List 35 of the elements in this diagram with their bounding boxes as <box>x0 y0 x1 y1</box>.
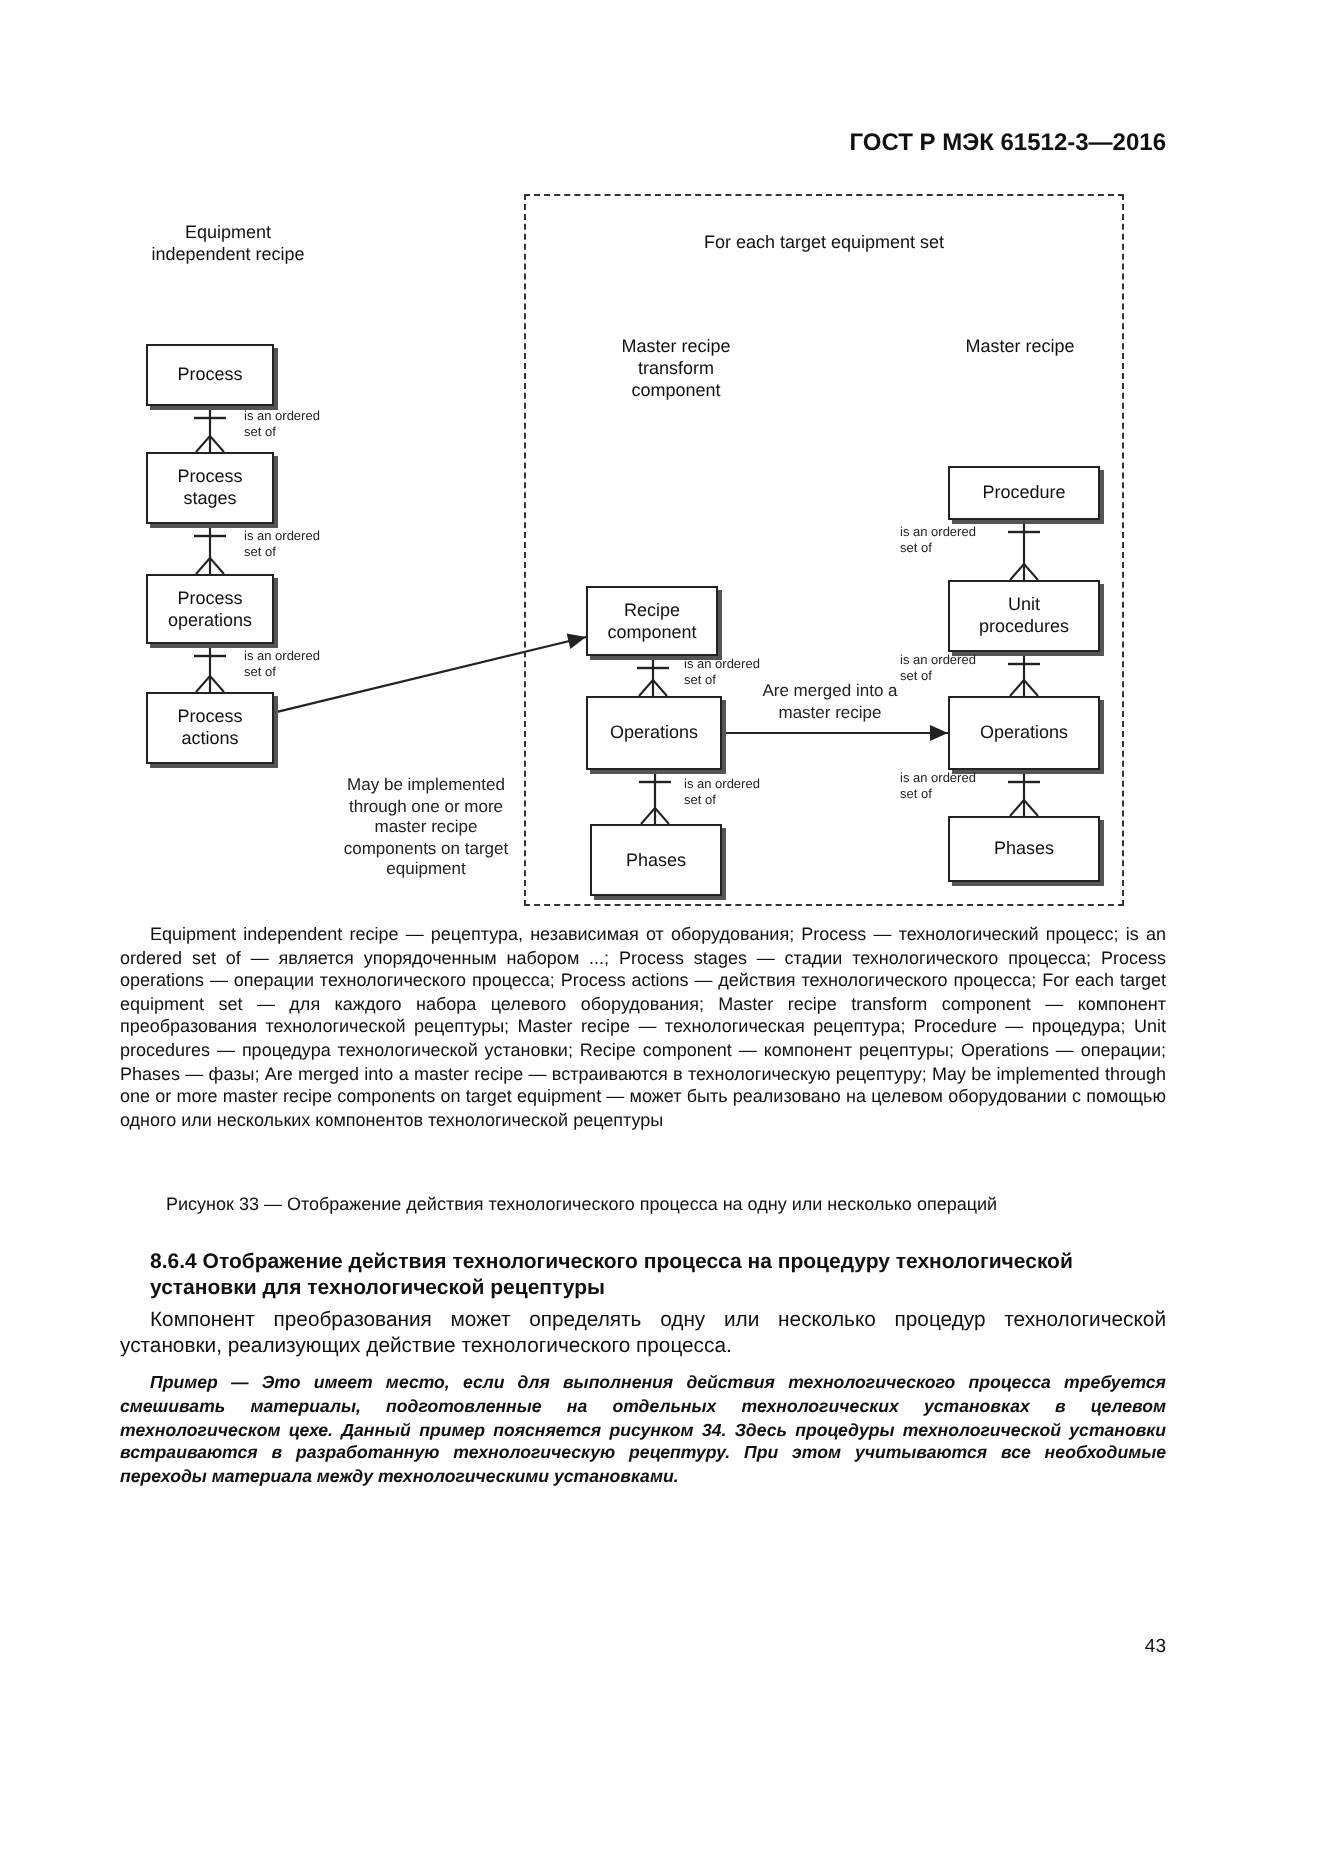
relationship-line <box>192 406 228 453</box>
entity-box: Unit procedures <box>948 580 1100 652</box>
column-heading: Master recipe <box>963 336 1077 358</box>
relationship-line <box>192 644 228 693</box>
relationship-line <box>635 656 671 697</box>
section-heading: 8.6.4 Отображение действия технологического процесса на процедуру технологической установки для технологической рецептуры <box>150 1250 1075 1300</box>
group-title: For each target equipment set <box>701 232 947 252</box>
column-heading: Equipment independent recipe <box>149 222 307 266</box>
edge-label: Are merged into a master recipe <box>760 680 900 722</box>
relationship-line <box>192 524 228 575</box>
entity-box: Operations <box>586 696 722 770</box>
edge-label: May be implemented through one or more master recipe components on target equipment <box>341 774 511 879</box>
relationship-line <box>637 770 673 825</box>
document-header: ГОСТ Р МЭК 61512-3—2016 <box>847 128 1166 156</box>
entity-box: Process operations <box>146 574 274 644</box>
entity-box: Phases <box>948 816 1100 882</box>
column-heading: Master recipe transform component <box>619 336 733 402</box>
body-paragraph: Компонент преобразования может определять одну или несколько процедур технологической установки, реализующих действие технологического процесса. <box>120 1310 1166 1360</box>
entity-box: Process stages <box>146 452 274 524</box>
entity-box: Phases <box>590 824 722 896</box>
dashed-group-frame <box>524 194 1124 906</box>
arrow <box>273 633 587 714</box>
entity-box: Process actions <box>146 692 274 764</box>
relationship-line <box>1006 520 1042 581</box>
relationship-line <box>1006 652 1042 697</box>
entity-box: Operations <box>948 696 1100 770</box>
legend-paragraph: Equipment independent recipe — рецептура, независимая от оборудования; Process — технологический процесс; is an ordered set of — является упорядоченным набором ...; Process stages — стадии технологического процесса; Process operations — операции технологического процесса; Process actions — действия технологического процесса; For each target equipment set — для каждого набора целевого оборудования; Master recipe transform component — компонент преобразования технологической рецептуры; Master recipe — технологическая рецептура; Procedure — процедура; Unit procedures — процедура технологической установки; Recipe component — компонент рецептуры; Operations — операции; Phases — фазы; Are merged into a master recipe — встраиваются в технологическую рецептуру; May be implemented through one or more master recipe components on target equipment — может быть реализовано на целевом оборудовании с помощью одного или нескольких компонентов технологической рецептуры <box>120 924 1166 1133</box>
page-number: 43 <box>1142 1636 1166 1658</box>
relationship-line <box>1006 770 1042 817</box>
entity-box: Process <box>146 344 274 406</box>
arrow <box>722 725 948 741</box>
entity-box: Recipe component <box>586 586 718 656</box>
example-note: Пример — Это имеет место, если для выполнения действия технологического процесса требуется смешивать материалы, подготовленные на отдельных технологических установках в целевом технологическом цехе. Данный пример поясняется рисунком 34. Здесь процедуры технологической установки встраиваются в разработанную технологическую рецептуру. При этом учитываются все необходимые переходы материала между технологическими установками. <box>120 1372 1166 1490</box>
entity-box: Procedure <box>948 466 1100 520</box>
figure-caption: Рисунок 33 — Отображение действия технологического процесса на одну или несколько операций <box>166 1194 1000 1214</box>
